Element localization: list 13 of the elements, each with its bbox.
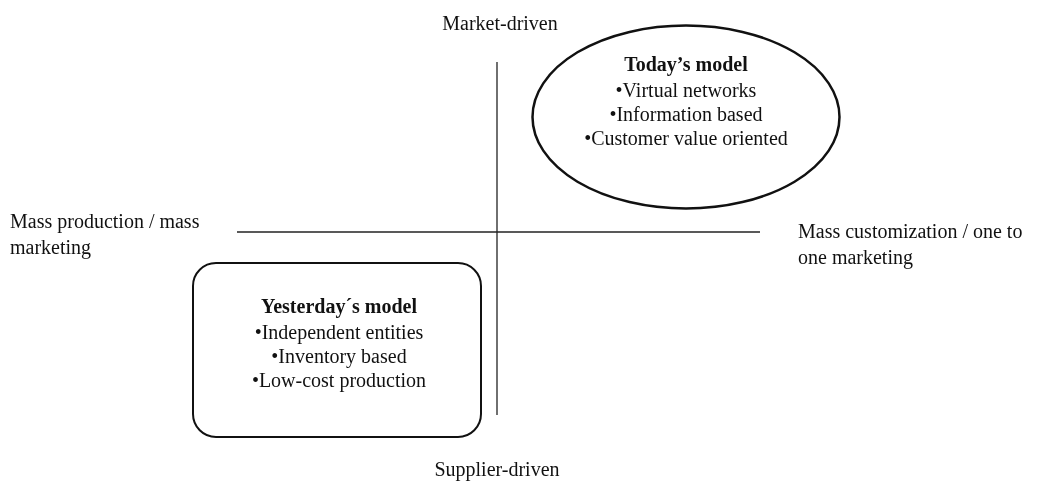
model-heading: Today’s model — [623, 52, 749, 76]
bullet-item: •Information based — [608, 102, 764, 126]
axis-label: Supplier-driven — [433, 457, 561, 481]
model-box — [192, 262, 482, 438]
bullet-item: •Inventory based — [270, 344, 408, 368]
bullet-item: •Low-cost production — [250, 368, 428, 392]
axis-label: Market-driven — [441, 11, 559, 36]
model-heading: Yesterday´s model — [259, 294, 419, 318]
axis-label: Mass customization / one to one marketing — [798, 219, 1024, 270]
axis-label: Mass production / mass marketing — [10, 209, 201, 260]
bullet-item: •Virtual networks — [614, 78, 758, 102]
bullet-item: •Customer value oriented — [583, 126, 789, 150]
bullet-item: •Independent entities — [253, 320, 425, 344]
